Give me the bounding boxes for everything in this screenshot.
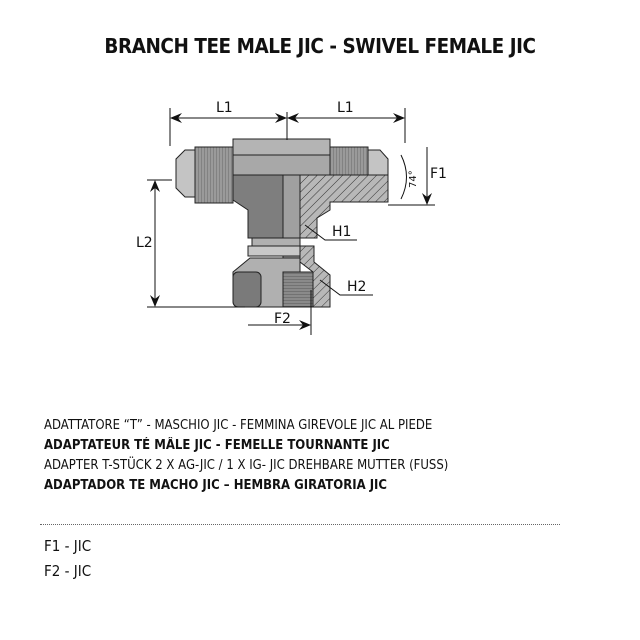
description-de: ADAPTER T-STÜCK 2 X AG-JIC / 1 X IG- JIC…: [44, 458, 449, 473]
spec-f2: F2 - JIC: [44, 562, 92, 580]
left-nose: [175, 149, 196, 198]
o-ring-groove: [247, 245, 301, 257]
label-l2: L2: [136, 235, 153, 251]
label-f1: F1: [430, 166, 447, 182]
neck: [251, 237, 301, 247]
label-h2: H2: [347, 279, 366, 295]
spec-f1: F1 - JIC: [44, 537, 92, 555]
nut-thread: [282, 271, 314, 308]
label-l1-right: L1: [337, 100, 354, 116]
right-nose: [367, 149, 389, 176]
label-l1-left: L1: [216, 100, 233, 116]
nut-section: [299, 245, 331, 308]
right-thread: [329, 146, 369, 176]
page-title: BRANCH TEE MALE JIC - SWIVEL FEMALE JIC: [104, 34, 536, 58]
label-angle: 74°: [408, 170, 419, 188]
nut-flat: [232, 271, 262, 308]
left-thread: [194, 146, 234, 204]
body: [232, 154, 331, 176]
description-fr: ADAPTATEUR TÉ MÂLE JIC - FEMELLE TOURNAN…: [44, 438, 390, 453]
description-it: ADATTATORE “T” - MASCHIO JIC - FEMMINA G…: [44, 418, 433, 433]
body-lower: [232, 174, 284, 239]
label-f2: F2: [274, 311, 291, 327]
label-h1: H1: [332, 224, 351, 240]
top-block: [232, 138, 331, 156]
divider: [40, 524, 560, 525]
description-es: ADAPTADOR TE MACHO JIC – HEMBRA GIRATORI…: [44, 478, 388, 493]
